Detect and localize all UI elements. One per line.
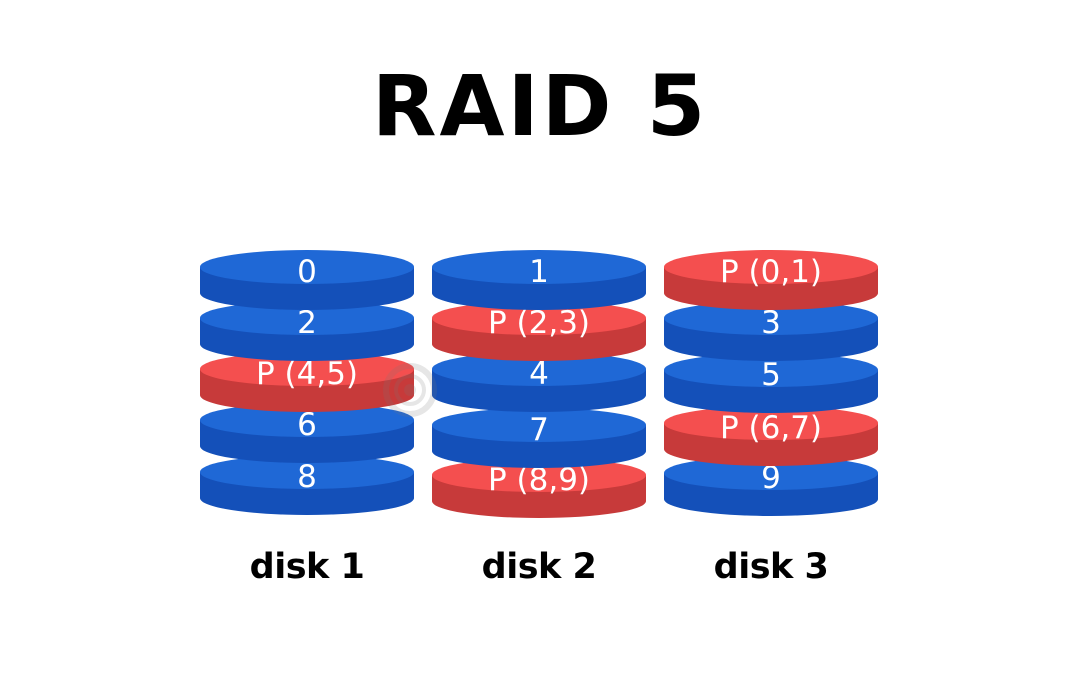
data-block: 4	[432, 352, 646, 412]
platter-top	[664, 456, 878, 490]
platter-top	[664, 353, 878, 387]
platter-top	[200, 250, 414, 284]
platter-top	[432, 250, 646, 284]
platter-top	[200, 403, 414, 437]
block-label: 9	[761, 460, 781, 496]
block-label: P (0,1)	[720, 254, 822, 290]
block-label: P (4,5)	[256, 356, 358, 392]
parity-block: P (0,1)	[664, 250, 878, 310]
disk-label-3: disk 3	[713, 547, 829, 587]
platter-top	[664, 406, 878, 440]
diagram-title: RAID 5	[371, 57, 709, 155]
block-label: 2	[297, 305, 317, 341]
data-block: 9	[664, 456, 878, 516]
data-block: 7	[432, 408, 646, 468]
disk-stack-2: P (8,9) 7 4 P (2,3) 1	[432, 250, 646, 518]
block-label: P (2,3)	[488, 305, 590, 341]
block-label: 7	[529, 412, 549, 448]
data-block: 6	[200, 403, 414, 463]
platter-top	[200, 352, 414, 386]
block-label: 3	[761, 305, 781, 341]
platter-top	[432, 301, 646, 335]
parity-block: P (4,5)	[200, 352, 414, 412]
parity-block: P (6,7)	[664, 406, 878, 466]
data-block: 1	[432, 250, 646, 310]
block-label: 0	[297, 254, 317, 290]
platter-top	[432, 458, 646, 492]
data-block: 2	[200, 301, 414, 361]
data-block: 3	[664, 301, 878, 361]
platter-top	[432, 352, 646, 386]
disk-stack-3: 9 P (6,7) 5 3 P (0,1)	[664, 250, 878, 516]
data-block: 5	[664, 353, 878, 413]
platter-top	[664, 250, 878, 284]
block-label: 6	[297, 407, 317, 443]
platter-top	[200, 455, 414, 489]
platter-top	[200, 301, 414, 335]
parity-block: P (8,9)	[432, 458, 646, 518]
platter-top	[664, 301, 878, 335]
block-label: 5	[761, 357, 781, 393]
block-label: 4	[529, 356, 549, 392]
disk-stack-1: 8 6 P (4,5) 2 0	[200, 250, 414, 515]
block-label: 8	[297, 459, 317, 495]
disk-label-1: disk 1	[249, 547, 365, 587]
parity-block: P (2,3)	[432, 301, 646, 361]
platter-top	[432, 408, 646, 442]
disk-label-2: disk 2	[481, 547, 597, 587]
block-label: P (6,7)	[720, 410, 822, 446]
block-label: 1	[529, 254, 549, 290]
data-block: 8	[200, 455, 414, 515]
data-block: 0	[200, 250, 414, 310]
